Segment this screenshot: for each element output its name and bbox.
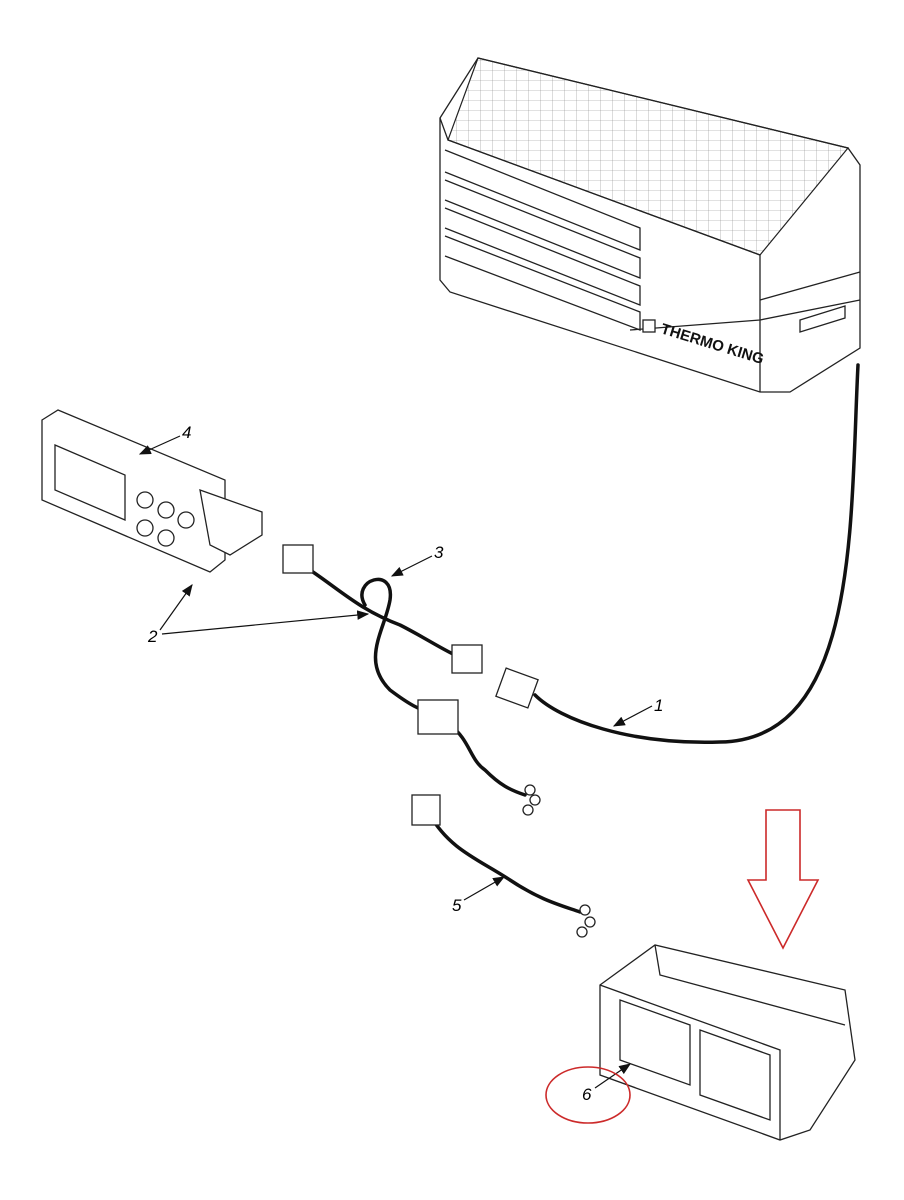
callout-label: 2 [147,627,158,646]
cable-branch [448,723,527,797]
callout-label: 6 [582,1085,592,1104]
thermo-king-logo-icon [642,319,656,333]
connector [495,667,539,709]
cable-harness-1 [533,363,860,744]
callout-label: 4 [182,423,191,442]
callout-3: 3 [390,543,444,577]
connector [282,544,314,574]
callout-4: 4 [138,423,191,455]
callout-label: 5 [452,896,462,915]
callout-5: 5 [452,876,506,915]
highlight-circle [545,1066,631,1124]
callout-1: 1 [612,696,663,727]
callout-label: 1 [654,696,663,715]
callout-label: 3 [434,543,444,562]
cable-harness-3 [360,577,432,714]
refrigeration-unit: THERMO KING [439,57,861,393]
remote-display [41,409,263,573]
ring-terminals [522,784,541,816]
callout-6: 6 [582,1063,631,1104]
cable-harness-5 [428,813,582,914]
controller-unit [599,944,856,1141]
cable-harness-2 [308,568,457,657]
ring-terminals [576,904,596,938]
down-arrow-icon [746,809,820,950]
connector [451,644,483,674]
callout-2: 2 [147,584,370,646]
connector [417,699,459,735]
connector [411,794,441,826]
